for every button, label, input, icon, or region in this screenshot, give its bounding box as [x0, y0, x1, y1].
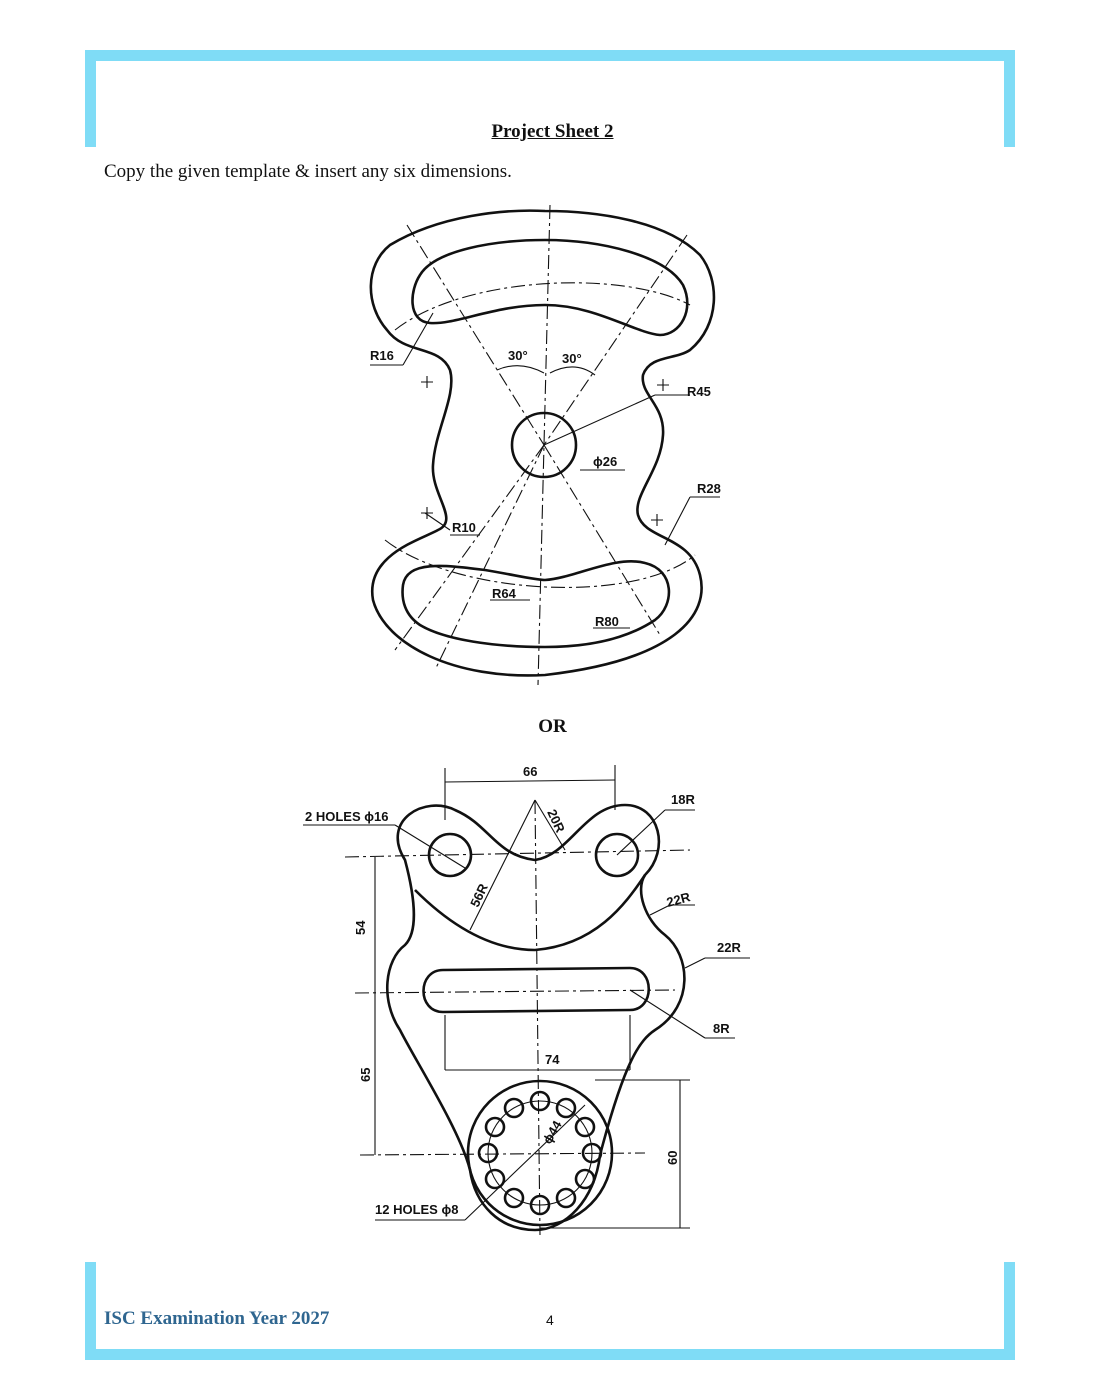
template-drawing: R16 30° 30° R45 ϕ26 R28 R10 R64 R80 — [369, 204, 721, 686]
dim-holes-8: 12 HOLES ϕ8 — [375, 1202, 458, 1217]
angle-label-left: 30° — [508, 348, 528, 363]
angle-label-right: 30° — [562, 351, 582, 366]
dim-radius-22r-b: 22R — [717, 940, 741, 955]
template-outline — [369, 209, 716, 677]
bracket-drawing: 66 18R 2 HOLES ϕ16 20R 56R 22R 22R 54 8R… — [303, 764, 750, 1236]
bracket-outline — [385, 803, 686, 1232]
footer-exam-label: ISC Examination Year 2027 — [104, 1308, 330, 1329]
dim-width-66: 66 — [523, 764, 537, 779]
upper-hole-right — [594, 832, 640, 878]
or-separator: OR — [538, 716, 567, 737]
dim-height-54: 54 — [353, 920, 368, 935]
page-number: 4 — [546, 1312, 554, 1328]
center-mark — [421, 376, 669, 526]
page-title: Project Sheet 2 — [491, 121, 614, 142]
radius-label-r45: R45 — [687, 384, 711, 399]
lower-slot — [401, 560, 671, 649]
radius-label-r64: R64 — [492, 586, 517, 601]
dim-width-74: 74 — [545, 1052, 560, 1067]
radius-label-r80: R80 — [595, 614, 619, 629]
center-slot — [422, 966, 651, 1014]
instruction-text: Copy the given template & insert any six… — [104, 161, 512, 182]
upper-slot — [411, 238, 689, 337]
dim-radius-18r: 18R — [671, 792, 695, 807]
radius-label-r16: R16 — [370, 348, 394, 363]
page-border-top — [85, 50, 1015, 147]
page-border-bottom — [85, 1262, 1015, 1360]
dim-radius-8r: 8R — [713, 1021, 730, 1036]
radius-label-r28: R28 — [697, 481, 721, 496]
dim-height-65: 65 — [358, 1068, 373, 1082]
dim-holes-16: 2 HOLES ϕ16 — [305, 809, 388, 824]
bolt-hole-pattern — [477, 1090, 603, 1216]
dim-height-60: 60 — [665, 1151, 680, 1165]
central-hole — [510, 411, 578, 479]
dim-radius-22r-a: 22R — [665, 889, 693, 910]
radius-label-r10: R10 — [452, 520, 476, 535]
diameter-label-26: ϕ26 — [593, 454, 617, 469]
dim-diameter-44: ϕ44 — [540, 1117, 565, 1146]
